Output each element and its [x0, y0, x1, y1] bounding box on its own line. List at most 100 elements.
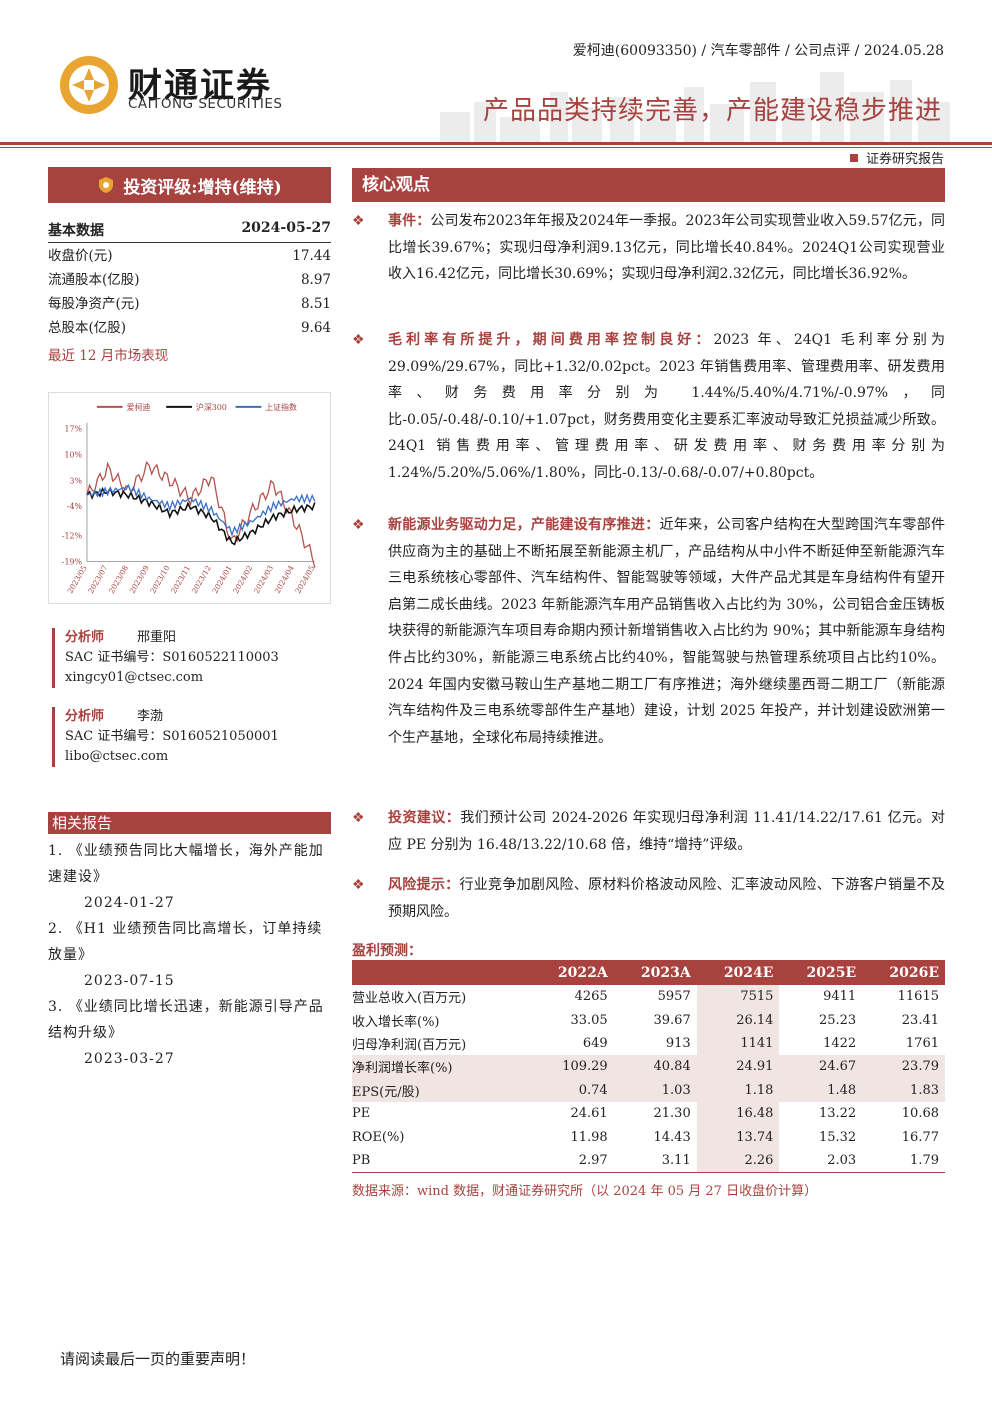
chart-y-tick-label: -4% — [67, 502, 83, 511]
market-performance-label: 最近 12 月市场表现 — [48, 348, 169, 364]
chart-y-tick-label: -12% — [62, 532, 83, 541]
chart-legend-label: 沪深300 — [196, 402, 227, 412]
forecast-cell: 13.22 — [818, 1106, 857, 1122]
logo-chinese-name: 财通证券 — [128, 66, 272, 106]
forecast-cell: 1422 — [823, 1035, 857, 1051]
square-bullet-icon — [849, 154, 858, 162]
forecast-cell: 9411 — [823, 989, 857, 1005]
forecast-cell: 39.67 — [653, 1012, 691, 1028]
forecast-cell: 33.05 — [570, 1012, 608, 1028]
forecast-title: 盈利预测： — [352, 943, 422, 959]
forecast-cell: 13.74 — [696, 1125, 780, 1149]
forecast-cell: 2.03 — [779, 1148, 863, 1173]
basic-data-date: 2024-05-27 — [241, 220, 331, 236]
forecast-cell: 16.48 — [696, 1101, 780, 1126]
core-point: ❖ 投资建议：我们预计公司 2024-2026 年实现归母净利润 11.41/1… — [352, 805, 945, 858]
diamond-bullet-icon: ❖ — [352, 517, 365, 533]
analyst-name: 邢重阳 — [137, 630, 177, 645]
report-headline: 产品品类持续完善，产能建设稳步推进 — [482, 96, 942, 126]
chart-y-tick-label: 10% — [64, 450, 82, 459]
forecast-cell: 25.23 — [818, 1012, 857, 1028]
core-point-keyword: 投资建议： — [388, 810, 461, 826]
forecast-cell: 2.97 — [530, 1148, 614, 1173]
forecast-col-header: 2026E — [862, 960, 945, 985]
core-point-text: 行业竞争加剧风险、原材料价格波动风险、汇率波动风险、下游客户销量不及预期风险。 — [388, 877, 946, 920]
rating-badge-icon — [99, 177, 114, 193]
forecast-row-label: PB — [352, 1148, 531, 1173]
forecast-cell: 1.83 — [862, 1078, 945, 1102]
forecast-cell: 3.11 — [613, 1148, 697, 1173]
basic-data-row: 每股净资产(元)8.51 — [48, 296, 331, 312]
header-rule-thick — [0, 142, 992, 145]
forecast-cell: 2.26 — [696, 1148, 780, 1173]
forecast-cell: 649 — [582, 1035, 608, 1051]
header-rule-thin — [0, 147, 992, 148]
analyst-card: 分析师 邢重阳 SAC 证书编号：S0160522110003 xingcy01@… — [52, 628, 332, 688]
related-report-item[interactable]: 3. 《业绩同比增长迅速，新能源引导产品结构升级》2023-03-27 — [48, 999, 324, 1067]
forecast-cell: 26.14 — [696, 1008, 780, 1032]
forecast-cell: 913 — [665, 1035, 691, 1051]
forecast-cell: 1.48 — [779, 1078, 863, 1102]
basic-data-title: 基本数据 — [48, 223, 104, 239]
footer-disclaimer: 请阅读最后一页的重要声明！ — [60, 1350, 256, 1368]
report-meta-line: 爱柯迪(60093350) / 汽车零部件 / 公司点评 / 2024.05.2… — [572, 43, 944, 59]
forecast-row-label: EPS(元/股) — [352, 1078, 531, 1102]
caitong-logo-icon — [60, 56, 118, 114]
diamond-bullet-icon: ❖ — [352, 332, 365, 348]
forecast-col-header — [352, 960, 531, 985]
analyst-role: 分析师 — [65, 709, 105, 724]
chart-legend-label: 爱柯迪 — [127, 402, 151, 412]
core-point: ❖ 新能源业务驱动力足，产能建设有序推进：近年来，公司客户结构在大型跨国汽车零部… — [352, 512, 945, 751]
analyst-card: 分析师李渤 SAC 证书编号：S0160521050001 libo@ctsec… — [52, 707, 332, 767]
forecast-cell: 1.03 — [613, 1078, 697, 1102]
diamond-bullet-icon: ❖ — [352, 810, 365, 826]
forecast-cell: 21.30 — [653, 1106, 691, 1122]
core-point: ❖ 风险提示：行业竞争加剧风险、原材料价格波动风险、汇率波动风险、下游客户销量不… — [352, 872, 945, 925]
forecast-cell: 4265 — [574, 989, 608, 1005]
core-point-keyword: 毛利率有所提升，期间费用率控制良好： — [388, 332, 714, 348]
forecast-cell: 1141 — [696, 1031, 780, 1056]
analyst-cert: SAC 证书编号：S0160522110003 — [65, 650, 279, 665]
core-point-keyword: 风险提示： — [388, 877, 460, 893]
forecast-cell: 109.29 — [530, 1055, 614, 1079]
report-type-label: 证券研究报告 — [849, 148, 944, 167]
forecast-cell: 0.74 — [530, 1078, 614, 1102]
forecast-cell: 15.32 — [818, 1129, 857, 1145]
forecast-data-source: 数据来源：wind 数据，财通证券研究所（以 2024 年 05 月 27 日收… — [352, 1184, 818, 1199]
forecast-cell: 16.77 — [901, 1129, 939, 1145]
core-point-text: 我们预计公司 2024-2026 年实现归母净利润 11.41/14.22/17… — [388, 810, 945, 853]
chart-series-line — [86, 483, 316, 538]
analyst-email[interactable]: xingcy01@ctsec.com — [65, 670, 204, 685]
forecast-cell: 1761 — [905, 1035, 939, 1051]
investment-rating-banner: 投资评级:增持(维持) — [48, 167, 331, 203]
basic-data-row: 总股本(亿股)9.64 — [48, 320, 331, 336]
core-point-text: 公司发布2023年年报及2024年一季报。2023年公司实现营业收入59.57亿… — [388, 213, 946, 283]
forecast-cell: 5957 — [657, 989, 691, 1005]
analyst-cert: SAC 证书编号：S0160521050001 — [65, 729, 279, 744]
forecast-cell: 1.18 — [696, 1078, 780, 1102]
core-view-title: 核心观点 — [352, 168, 945, 202]
forecast-row-label: 收入增长率(%) — [352, 1014, 440, 1030]
related-reports-title: 相关报告 — [48, 812, 331, 834]
forecast-row-label: PE — [352, 1106, 371, 1122]
market-performance-chart: 17%10%3%-4%-12%-19%2023/052023/072023/08… — [48, 392, 331, 604]
forecast-cell: 11.98 — [570, 1129, 608, 1145]
related-report-item[interactable]: 2. 《H1 业绩预告同比高增长，订单持续放量》2023-07-15 — [48, 921, 323, 989]
chart-y-tick-label: 17% — [64, 425, 82, 434]
basic-data-row: 收盘价(元)17.44 — [48, 248, 331, 264]
forecast-table: 2022A 2023A 2024E 2025E 2026E 营业总收入(百万元)… — [352, 960, 945, 1173]
related-report-item[interactable]: 1. 《业绩预告同比大幅增长，海外产能加速建设》2024-01-27 — [48, 843, 324, 911]
core-point-keyword: 新能源业务驱动力足，产能建设有序推进： — [388, 517, 660, 533]
analyst-role: 分析师 — [65, 630, 105, 645]
forecast-cell: 10.68 — [901, 1106, 939, 1122]
chart-x-tick-label: 2024/05 — [293, 564, 316, 595]
diamond-bullet-icon: ❖ — [352, 877, 365, 893]
analyst-email[interactable]: libo@ctsec.com — [65, 749, 169, 764]
forecast-col-header: 2023A — [613, 960, 697, 985]
